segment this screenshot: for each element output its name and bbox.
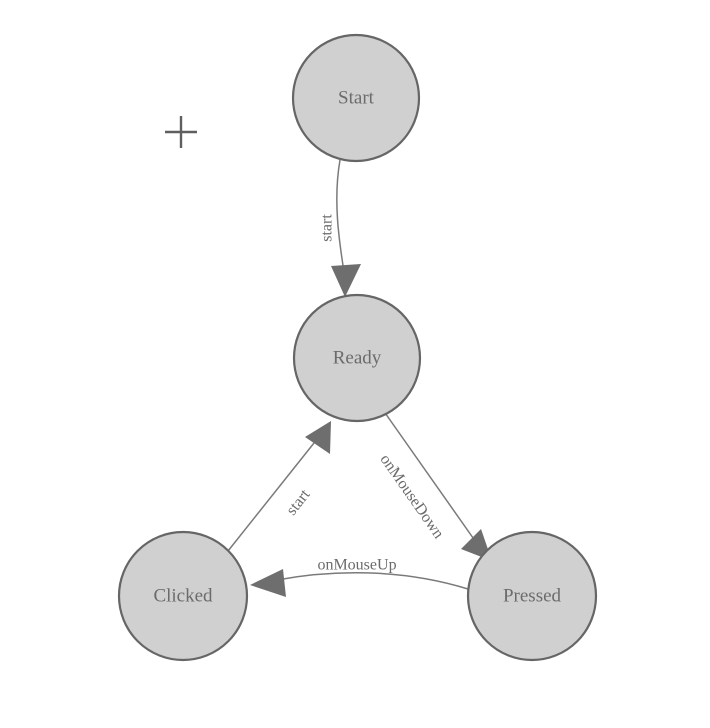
edge-clicked-to-ready[interactable]: start — [227, 421, 331, 552]
node-pressed[interactable]: Pressed — [466, 530, 598, 662]
edge-clicked-to-ready-line — [227, 442, 315, 552]
edge-start-to-ready-line — [336, 159, 345, 273]
edge-pressed-to-clicked-label: onMouseUp — [317, 557, 396, 574]
edge-pressed-to-clicked[interactable]: onMouseUp — [250, 557, 469, 597]
node-ready[interactable]: Ready — [292, 293, 422, 423]
edge-start-to-ready-arrowhead — [331, 264, 361, 297]
node-start-circle[interactable] — [291, 33, 421, 163]
plus-crosshair-icon[interactable] — [165, 116, 197, 148]
edge-ready-to-pressed[interactable]: onMouseDown — [376, 409, 492, 561]
node-start-label: Start — [338, 87, 375, 108]
edge-clicked-to-ready-arrowhead — [305, 421, 331, 454]
node-pressed-label: Pressed — [503, 585, 562, 606]
edge-clicked-to-ready-label: start — [283, 486, 314, 519]
node-clicked-label: Clicked — [153, 585, 213, 606]
edge-pressed-to-clicked-line — [276, 571, 469, 590]
node-ready-label: Ready — [333, 347, 382, 368]
edge-start-to-ready[interactable]: start — [319, 159, 361, 297]
node-pressed-circle[interactable] — [466, 530, 598, 662]
edge-pressed-to-clicked-arrowhead — [250, 569, 286, 597]
edge-ready-to-pressed-label: onMouseDown — [376, 451, 447, 542]
edge-ready-to-pressed-line — [382, 409, 479, 546]
edge-start-to-ready-label: start — [319, 214, 336, 242]
node-clicked[interactable]: Clicked — [117, 530, 249, 662]
node-clicked-circle[interactable] — [117, 530, 249, 662]
node-ready-circle[interactable] — [292, 293, 422, 423]
node-start[interactable]: Start — [291, 33, 421, 163]
